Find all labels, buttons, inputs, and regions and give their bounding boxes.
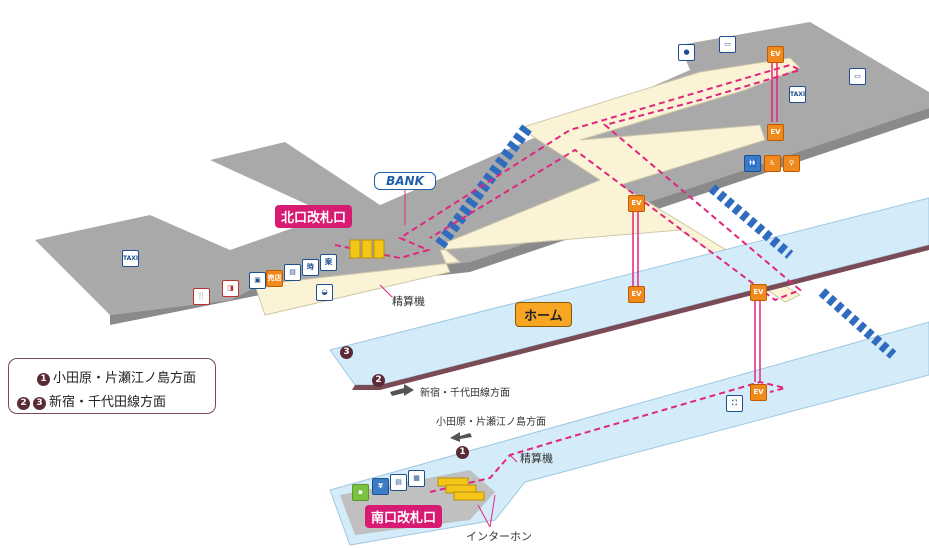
waiting-icon: 時: [302, 259, 319, 276]
accessible-toilet-icon: ♿: [764, 155, 781, 172]
stairs-icon: ⛶: [726, 395, 743, 412]
intercom-label: インターホン: [466, 530, 532, 543]
direction-odawara: 小田原・片瀬江ノ島方面: [436, 417, 546, 428]
bank-sign: BANK: [374, 172, 436, 190]
legend-num-3: 3: [33, 397, 46, 410]
shop-bag-icon: ◨: [222, 280, 239, 297]
north-concourse-beige: [254, 57, 802, 316]
arrow-to-odawara: [450, 432, 472, 442]
bus-icon-east: ▭: [849, 68, 866, 85]
ticket-office-icon: ▤: [284, 264, 301, 281]
info-icon-south: ▦: [408, 470, 425, 487]
elevator-shafts: [632, 62, 778, 382]
elevator-icon-3: EV: [628, 195, 645, 212]
fare-icon: ¥: [372, 478, 389, 495]
north-gate-label: 北口改札口: [275, 205, 353, 228]
fare-adjust-north-label: 精算機: [392, 295, 425, 308]
north-ticket-gates: [349, 239, 385, 259]
arrow-to-shinjuku: [390, 384, 414, 396]
accessible-route-south: [429, 380, 786, 493]
baby-room-icon: ⚲: [783, 155, 800, 172]
ticket-office-icon-south: ▤: [390, 474, 407, 491]
platform-number-3: 3: [340, 346, 353, 359]
accessible-route: [334, 63, 803, 302]
toilet-bowl-icon: ◒: [316, 284, 333, 301]
green-sign-icon: ▪: [352, 484, 369, 501]
south-ticket-gates: [437, 477, 485, 501]
direction-shinjuku: 新宿・千代田線方面: [420, 388, 510, 399]
restaurant-icon: 🍴: [193, 288, 210, 305]
taxi-icon-east: TAXI: [789, 86, 806, 103]
stairs-east-1: [708, 184, 794, 259]
pointer-lines: [379, 190, 518, 528]
elevator-icon-2: EV: [767, 124, 784, 141]
taxi-icon: TAXI: [122, 250, 139, 267]
elevator-icon-6: EV: [750, 384, 767, 401]
stairs-east-2: [818, 288, 897, 359]
elevator-icon-4: EV: [628, 286, 645, 303]
south-gate-label: 南口改札口: [365, 505, 443, 528]
legend-num-1: 1: [37, 373, 50, 386]
fare-adjust-south-label: 精算機: [520, 452, 553, 465]
elevator-icon-5: EV: [750, 284, 767, 301]
platform-number-2: 2: [372, 374, 385, 387]
toilet-icon: 🚻: [744, 155, 761, 172]
locker-icon: ▣: [249, 272, 266, 289]
stairs-north: [435, 124, 532, 249]
platform-number-1: 1: [456, 446, 469, 459]
police-icon: ●: [678, 44, 695, 61]
legend-text-2: 新宿・千代田線方面: [49, 395, 167, 410]
shop-icon: 売店: [266, 270, 283, 287]
elevator-icon-1: EV: [767, 46, 784, 63]
platform-label: ホーム: [515, 302, 572, 327]
legend-text-1: 小田原・片瀬江ノ島方面: [53, 371, 197, 386]
legend-num-2: 2: [17, 397, 30, 410]
bus-icon: ▭: [719, 36, 736, 53]
info-icon: 案: [320, 254, 337, 271]
